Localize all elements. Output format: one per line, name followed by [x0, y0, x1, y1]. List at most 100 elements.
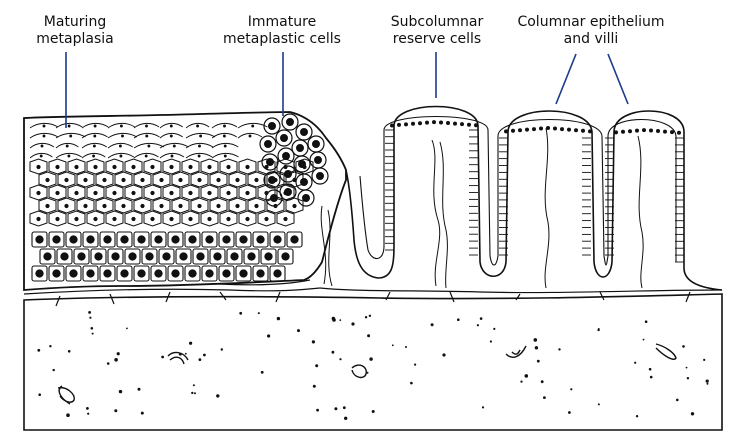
flat-cell-nucleus [93, 134, 97, 138]
flat-cell [29, 152, 53, 159]
polygonal-nucleus [140, 203, 145, 209]
stroma-dot [533, 338, 538, 342]
stroma-dot [368, 314, 372, 317]
polygonal-nucleus [140, 177, 145, 183]
polygonal-cell [105, 184, 124, 201]
polygonal-nucleus [169, 164, 174, 170]
flat-cell [211, 152, 239, 159]
immature-nucleus [296, 144, 305, 153]
polygonal-nucleus [131, 164, 136, 170]
flat-cell [133, 142, 165, 149]
stroma-dot [126, 327, 128, 330]
reserve-nucleus [581, 128, 585, 133]
flat-cell-nucleus [144, 154, 148, 158]
polygonal-cell [67, 184, 86, 201]
basal-cell [243, 248, 260, 265]
villi-outer-surface [345, 105, 723, 291]
polygonal-cell [86, 210, 105, 227]
reserve-nucleus [677, 130, 681, 135]
immature-nucleus [264, 140, 273, 149]
polygonal-cell [152, 171, 171, 188]
stroma-dot [87, 412, 90, 415]
polygonal-nucleus [159, 177, 164, 183]
immature-nucleus [280, 134, 289, 143]
reserve-nucleus [532, 127, 536, 132]
label-columnar-line1: Columnar epithelium [517, 14, 665, 30]
villi-inner-line [359, 115, 677, 266]
polygonal-nucleus [36, 190, 41, 196]
immature-cell [263, 171, 281, 189]
basal-cell [218, 265, 235, 282]
basal-nucleus [69, 235, 78, 244]
stroma-dot [371, 410, 375, 413]
stroma-dot [161, 355, 165, 359]
stroma-dot [644, 320, 648, 324]
stroma-dot [457, 318, 460, 322]
polygonal-cell [133, 171, 152, 188]
basal-cell [235, 265, 252, 282]
basal-cell [226, 248, 243, 265]
reserve-nucleus [546, 126, 550, 130]
polygonal-nucleus [254, 177, 259, 183]
polygonal-cell [162, 158, 181, 175]
reserve-nucleus [663, 129, 667, 134]
stroma-dot [520, 380, 523, 383]
polygonal-nucleus [197, 203, 202, 209]
polygonal-cell [114, 171, 133, 188]
reserve-nucleus [635, 128, 639, 133]
flat-cell [185, 132, 216, 139]
immature-nucleus [282, 152, 291, 161]
stroma-dot [410, 381, 413, 385]
basal-nucleus [188, 235, 197, 244]
polygonal-nucleus [64, 203, 69, 209]
stroma-dot [118, 389, 123, 394]
flat-cell-nucleus [92, 154, 96, 158]
stroma-dot [67, 350, 71, 353]
polygonal-cell [181, 184, 200, 201]
basal-nucleus [188, 269, 197, 278]
stroma-dot [52, 368, 55, 372]
stroma-dot [597, 328, 600, 332]
stromal-capillary [320, 205, 333, 287]
stroma-dot [106, 362, 110, 365]
polygonal-nucleus [235, 177, 240, 183]
stroma-dot [430, 323, 434, 327]
flat-cell [159, 122, 183, 129]
polygonal-nucleus [226, 190, 231, 196]
basal-cell [184, 265, 201, 282]
flat-cell-nucleus [121, 134, 124, 138]
immature-nucleus [266, 158, 275, 167]
flat-cell-nucleus [197, 154, 201, 158]
subcolumnar-reserve-nuclei [390, 120, 681, 135]
polygonal-nucleus [254, 203, 259, 209]
flat-cell-nucleus [145, 134, 149, 138]
polygonal-cell [86, 158, 105, 175]
reserve-nucleus [453, 121, 457, 126]
flat-cell-nucleus [170, 154, 174, 158]
villus-capillary [637, 135, 644, 289]
stroma-dot [524, 374, 529, 378]
leader-columnar-right [607, 53, 629, 105]
polygonal-cell [200, 184, 219, 201]
basal-nucleus [273, 269, 282, 278]
reserve-nucleus [642, 128, 646, 133]
basal-nucleus [239, 269, 248, 278]
stroma-dot [686, 377, 690, 380]
stroma-dot [88, 311, 91, 314]
stroma-dot [634, 361, 637, 364]
flat-cell [211, 142, 239, 149]
basal-nucleus [171, 235, 180, 244]
immature-cell [263, 117, 281, 135]
leader-lines [65, 52, 629, 128]
polygonal-cell [143, 184, 162, 201]
columnar-cells [385, 129, 684, 263]
stroma-dot [479, 317, 483, 320]
polygonal-nucleus [283, 216, 288, 222]
villus-capillary [439, 141, 448, 289]
stroma-dot [367, 334, 371, 338]
reserve-nucleus [404, 122, 408, 127]
stroma-dot [184, 352, 187, 355]
basal-cell [209, 248, 226, 265]
flat-cell-nucleus [223, 144, 227, 148]
polygonal-cell [76, 197, 95, 214]
